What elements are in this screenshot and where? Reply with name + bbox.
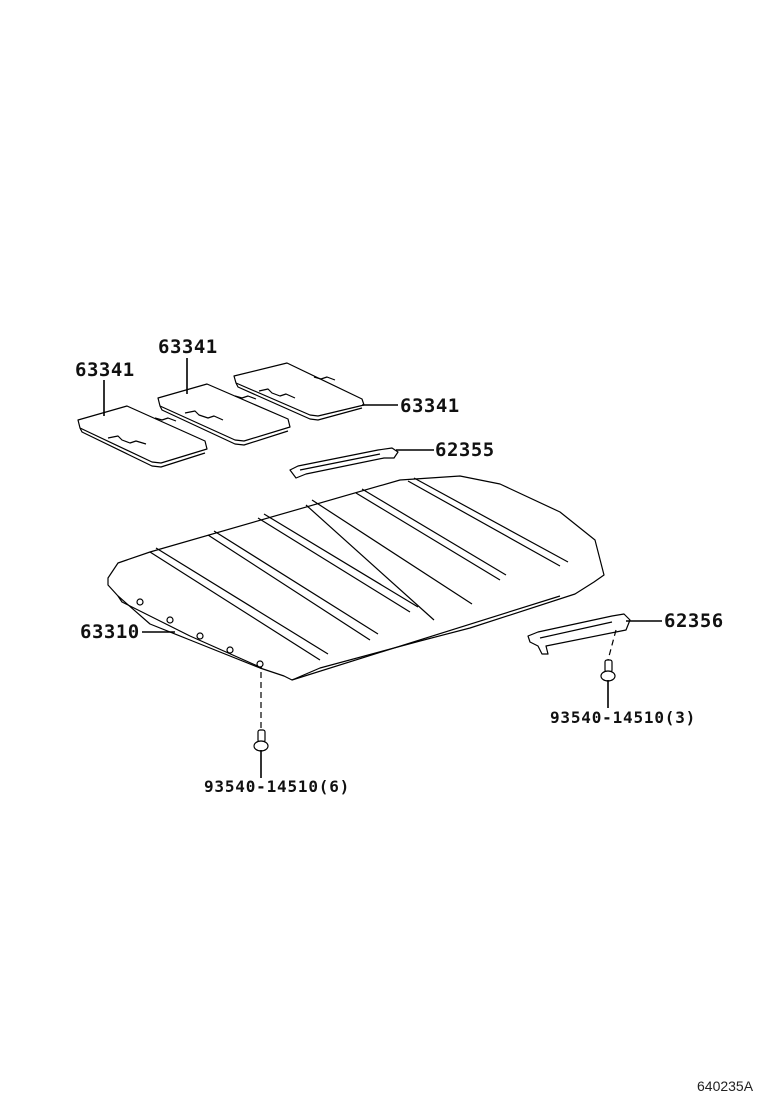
pad-right-shape bbox=[233, 362, 365, 421]
callout-bracket-upper: 62355 bbox=[435, 439, 495, 461]
callout-clip-right: 93540-14510(3) bbox=[550, 708, 697, 727]
callout-bracket-lower: 62356 bbox=[664, 610, 724, 632]
clip-right-shape bbox=[600, 659, 616, 682]
callout-pad-right: 63341 bbox=[400, 395, 460, 417]
pad-middle-shape bbox=[157, 383, 291, 446]
clip-left-shape bbox=[253, 729, 269, 752]
pad-left-shape bbox=[77, 405, 208, 468]
illustration-code: 640235A bbox=[697, 1078, 754, 1094]
callout-pad-left: 63341 bbox=[75, 359, 135, 381]
callout-headliner: 63310 bbox=[80, 621, 140, 643]
headliner-shape bbox=[107, 475, 605, 681]
bracket-upper-shape bbox=[289, 447, 399, 479]
callout-clip-left: 93540-14510(6) bbox=[204, 777, 351, 796]
callout-pad-middle: 63341 bbox=[158, 336, 218, 358]
